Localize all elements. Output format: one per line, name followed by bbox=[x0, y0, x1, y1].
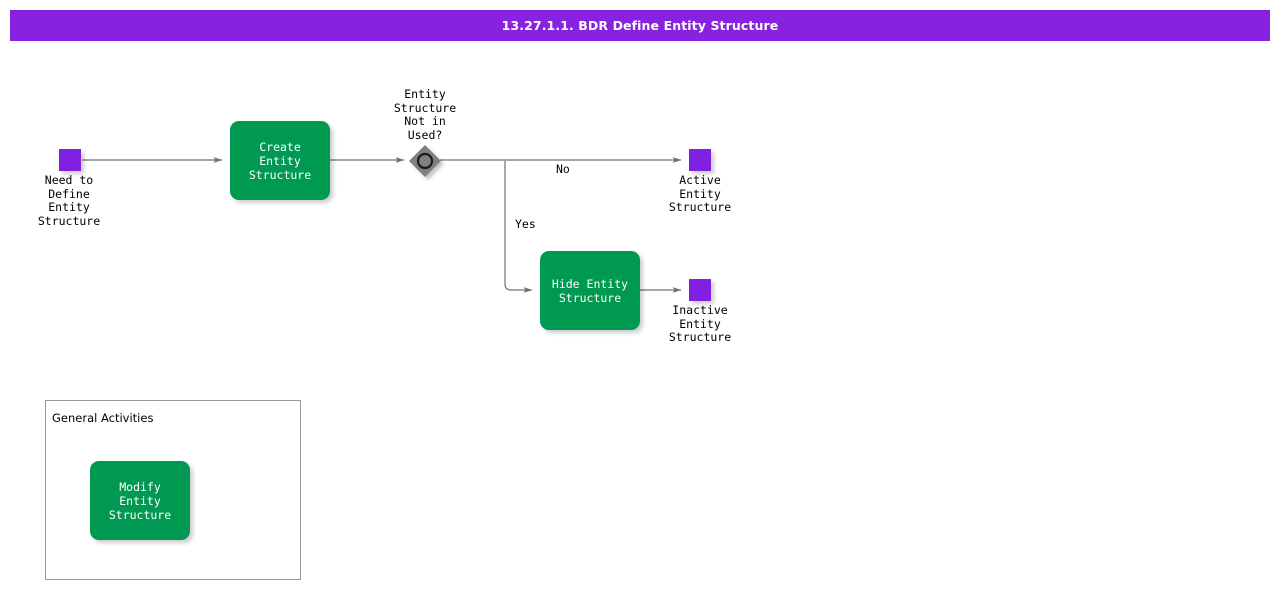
diagram-title-bar: 13.27.1.1. BDR Define Entity Structure bbox=[10, 10, 1270, 41]
task-hide-entity-structure[interactable]: Hide Entity Structure bbox=[540, 251, 640, 330]
flow-label-no: No bbox=[556, 162, 570, 176]
gateway-not-in-used-label: Entity Structure Not in Used? bbox=[393, 87, 457, 142]
page-title: 13.27.1.1. BDR Define Entity Structure bbox=[501, 18, 779, 33]
task-create-entity-structure[interactable]: Create Entity Structure bbox=[230, 121, 330, 200]
task-hide-entity-structure-label: Hide Entity Structure bbox=[551, 276, 629, 305]
group-general-activities-title: General Activities bbox=[52, 411, 154, 425]
gateway-not-in-used[interactable] bbox=[410, 146, 440, 176]
start-event-need-to-define-label: Need to Define Entity Structure bbox=[37, 173, 101, 228]
end-event-inactive-entity-structure-label: Inactive Entity Structure bbox=[668, 303, 732, 344]
task-modify-entity-structure[interactable]: Modify Entity Structure bbox=[90, 461, 190, 540]
flow-label-yes: Yes bbox=[515, 217, 536, 231]
end-event-active-entity-structure-label: Active Entity Structure bbox=[668, 173, 732, 214]
task-create-entity-structure-label: Create Entity Structure bbox=[248, 139, 312, 182]
task-modify-entity-structure-label: Modify Entity Structure bbox=[108, 479, 172, 522]
start-event-need-to-define[interactable] bbox=[59, 149, 81, 171]
end-event-active-entity-structure[interactable] bbox=[689, 149, 711, 171]
end-event-inactive-entity-structure[interactable] bbox=[689, 279, 711, 301]
